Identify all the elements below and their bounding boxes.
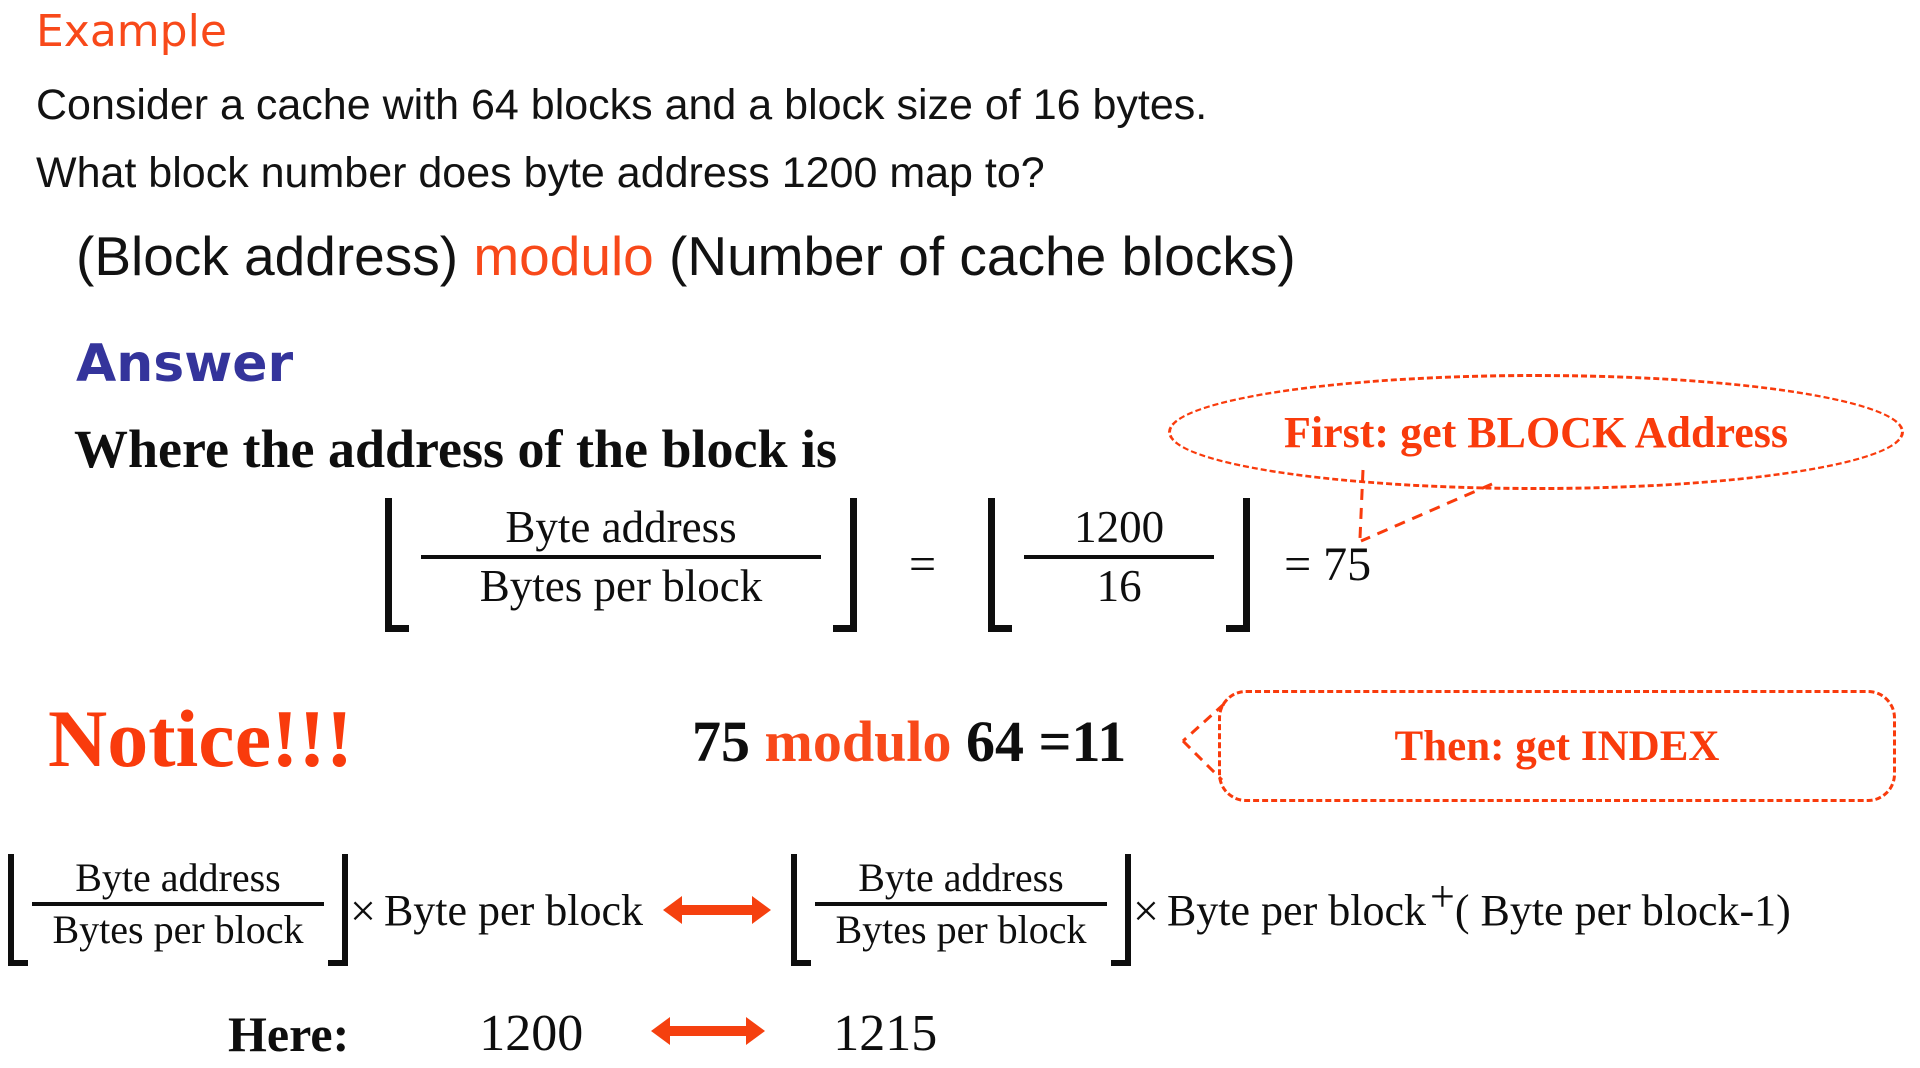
fraction-bar <box>815 902 1107 906</box>
index-operand-right: 64 =11 <box>951 709 1127 774</box>
fraction-bar <box>421 554 821 559</box>
fraction: 1200 16 <box>1012 498 1226 632</box>
modulo-rule-prefix: (Block address) <box>76 225 474 287</box>
times-sign: × <box>1133 884 1159 936</box>
floor-bracket-right <box>833 498 857 632</box>
times-sign: × <box>350 884 376 936</box>
byte-per-block-label: Byte per block <box>1166 885 1426 935</box>
modulo-rule-line: (Block address) modulo (Number of cache … <box>76 226 1296 287</box>
floor-bracket-group: 1200 16 <box>988 498 1251 632</box>
callout-then-label: Then: get INDEX <box>1394 722 1720 770</box>
callout-first-label: First: get BLOCK Address <box>1284 407 1788 457</box>
fraction-numerator: Byte address <box>505 502 737 552</box>
here-example-row: Here: 1200 1215 <box>228 1004 937 1063</box>
fraction-numerator: Byte address <box>75 855 281 900</box>
answer-heading: Answer <box>76 334 294 394</box>
byte-per-block-label: Byte per block <box>383 885 643 935</box>
example-heading: Example <box>36 6 227 57</box>
floor-bracket-group: Byte address Bytes per block <box>8 854 348 966</box>
equals-sign: = <box>909 538 937 592</box>
floor-bracket-right <box>1226 498 1251 632</box>
problem-statement-line2: What block number does byte address 1200… <box>36 149 1045 197</box>
index-modulo-keyword: modulo <box>764 709 952 774</box>
floor-bracket-left <box>385 498 409 632</box>
floor-bracket-right <box>1111 854 1131 966</box>
floor-bracket-group: Byte address Bytes per block <box>385 498 857 632</box>
floor-bracket-right <box>328 854 348 966</box>
index-operand-left: 75 <box>692 709 765 774</box>
modulo-rule-suffix: (Number of cache blocks) <box>653 225 1296 287</box>
fraction-denominator: Bytes per block <box>835 907 1087 952</box>
double-arrow-icon <box>649 1014 767 1053</box>
fraction-denominator: Bytes per block <box>52 907 304 952</box>
fraction: Byte address Bytes per block <box>811 854 1111 966</box>
where-line: Where the address of the block is <box>74 419 838 479</box>
fraction-numerator: Byte address <box>858 855 1064 900</box>
here-label: Here: <box>228 1005 350 1062</box>
fraction: Byte address Bytes per block <box>409 498 833 632</box>
block-address-formula: Byte address Bytes per block = 1200 16 =… <box>385 498 1371 632</box>
floor-bracket-left <box>791 854 811 966</box>
problem-statement-line1: Consider a cache with 64 blocks and a bl… <box>36 81 1208 129</box>
floor-bracket-left <box>8 854 28 966</box>
fraction-denominator: Bytes per block <box>479 560 763 611</box>
callout-first-block-address: First: get BLOCK Address <box>1168 374 1904 490</box>
remainder-term: ( Byte per block-1) <box>1454 885 1791 935</box>
floor-bracket-left <box>988 498 1013 632</box>
double-arrow-icon <box>661 893 773 927</box>
fraction-denominator: 16 <box>1096 560 1142 611</box>
floor-bracket-group: Byte address Bytes per block <box>791 854 1131 966</box>
plus-sign: + <box>1430 871 1455 921</box>
fraction-bar <box>1024 554 1215 559</box>
index-computation-line: 75 modulo 64 =11 <box>692 710 1126 774</box>
range-end-value: 1215 <box>833 1005 938 1062</box>
callout-tail-then <box>1181 702 1226 782</box>
notice-heading: Notice!!! <box>48 693 354 784</box>
block-range-formula: Byte address Bytes per block × Byte per … <box>8 854 1791 966</box>
fraction-numerator: 1200 <box>1074 502 1165 552</box>
modulo-keyword: modulo <box>473 225 654 287</box>
fraction-bar <box>32 902 324 906</box>
range-start-value: 1200 <box>479 1005 584 1062</box>
callout-tail-first <box>1358 469 1493 543</box>
block-address-result: = 75 <box>1284 538 1372 592</box>
callout-then-index: Then: get INDEX <box>1218 690 1896 802</box>
fraction: Byte address Bytes per block <box>28 854 328 966</box>
